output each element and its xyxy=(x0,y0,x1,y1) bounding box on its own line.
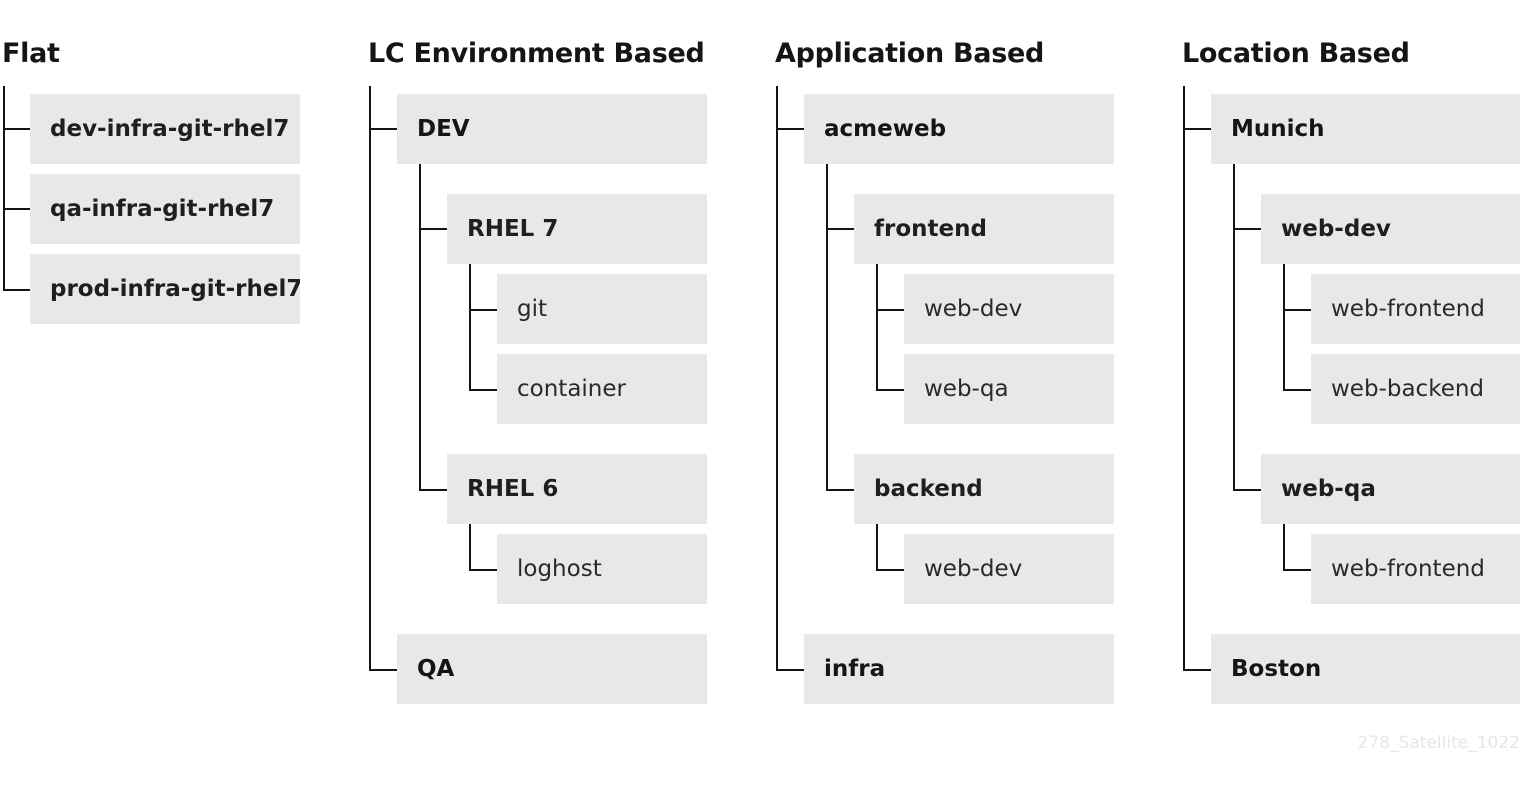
connector-line xyxy=(369,128,397,130)
app-node-frontend-child: web-dev xyxy=(904,274,1114,344)
connector-line xyxy=(1233,164,1235,491)
connector-line xyxy=(469,264,471,391)
connector-line xyxy=(1233,228,1261,230)
connector-line xyxy=(776,86,778,671)
connector-line xyxy=(469,389,497,391)
connector-line xyxy=(419,164,421,491)
connector-line xyxy=(369,86,371,671)
connector-line xyxy=(826,228,854,230)
app-node-acmeweb: acmeweb xyxy=(804,94,1114,164)
connector-line xyxy=(369,669,397,671)
connector-line xyxy=(826,164,828,491)
connector-line xyxy=(1233,489,1261,491)
connector-line xyxy=(876,389,904,391)
connector-line xyxy=(876,524,878,571)
flat-node: dev-infra-git-rhel7 xyxy=(30,94,300,164)
connector-line xyxy=(419,228,447,230)
connector-line xyxy=(776,128,804,130)
lc-node-git: git xyxy=(497,274,707,344)
tree-title-lc-environment: LC Environment Based xyxy=(368,38,705,69)
connector-line xyxy=(1183,86,1185,671)
connector-line xyxy=(469,309,497,311)
flat-node: qa-infra-git-rhel7 xyxy=(30,174,300,244)
connector-line xyxy=(826,489,854,491)
connector-line xyxy=(1283,524,1285,571)
connector-line xyxy=(3,208,30,210)
location-node-web-qa: web-qa xyxy=(1261,454,1520,524)
location-node-web-dev-child: web-frontend xyxy=(1311,274,1520,344)
connector-line xyxy=(3,289,30,291)
location-node-munich: Munich xyxy=(1211,94,1520,164)
connector-line xyxy=(469,524,471,571)
app-node-backend: backend xyxy=(854,454,1114,524)
tree-title-location: Location Based xyxy=(1182,38,1410,69)
lc-node-rhel6: RHEL 6 xyxy=(447,454,707,524)
app-node-infra: infra xyxy=(804,634,1114,704)
connector-line xyxy=(3,86,5,291)
connector-line xyxy=(876,264,878,391)
location-node-web-dev-child: web-backend xyxy=(1311,354,1520,424)
app-node-backend-child: web-dev xyxy=(904,534,1114,604)
location-node-web-qa-child: web-frontend xyxy=(1311,534,1520,604)
app-node-frontend-child: web-qa xyxy=(904,354,1114,424)
tree-title-application: Application Based xyxy=(775,38,1045,69)
connector-line xyxy=(776,669,804,671)
connector-line xyxy=(1283,569,1311,571)
location-node-web-dev: web-dev xyxy=(1261,194,1520,264)
connector-line xyxy=(1283,264,1285,391)
lc-node-container: container xyxy=(497,354,707,424)
connector-line xyxy=(419,489,447,491)
location-node-boston: Boston xyxy=(1211,634,1520,704)
connector-line xyxy=(1183,128,1211,130)
tree-title-flat: Flat xyxy=(2,38,60,69)
connector-line xyxy=(876,309,904,311)
connector-line xyxy=(876,569,904,571)
lc-node-qa: QA xyxy=(397,634,707,704)
lc-node-rhel7: RHEL 7 xyxy=(447,194,707,264)
flat-node: prod-infra-git-rhel7 xyxy=(30,254,300,324)
app-node-frontend: frontend xyxy=(854,194,1114,264)
connector-line xyxy=(469,569,497,571)
connector-line xyxy=(1183,669,1211,671)
lc-node-dev: DEV xyxy=(397,94,707,164)
figure-id-watermark: 278_Satellite_1022 xyxy=(1357,733,1520,753)
lc-node-loghost: loghost xyxy=(497,534,707,604)
connector-line xyxy=(1283,309,1311,311)
connector-line xyxy=(3,128,30,130)
connector-line xyxy=(1283,389,1311,391)
